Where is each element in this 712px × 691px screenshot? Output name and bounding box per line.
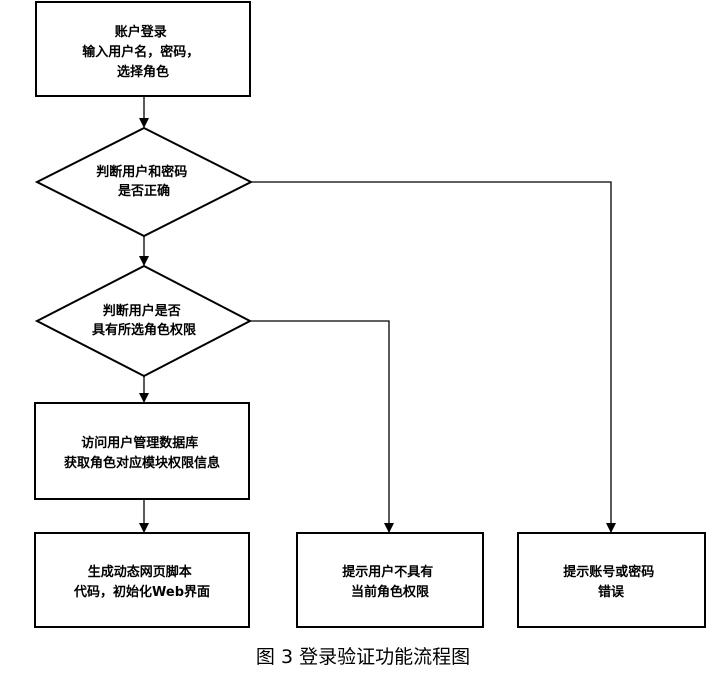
check-credentials-line-2: 是否正确 [117,183,170,199]
wrong-credentials-box [517,532,706,628]
access-db-box [34,402,250,500]
access-db-line-2: 获取角色对应模块权限信息 [64,455,220,471]
no-permission-line-2: 当前角色权限 [351,584,430,600]
access-db-line-1: 访问用户管理数据库 [81,435,198,451]
no-permission-line-1: 提示用户不具有 [342,564,433,580]
check-role-text: 判断用户是否 具有所选角色权限 [92,303,197,338]
edge-check-role-to-no-permission [250,320,394,533]
generate-page-text: 生成动态网页脚本 代码，初始化Web界面 [73,564,210,600]
check-role-line-1: 判断用户是否 [103,303,181,319]
check-credentials-text: 判断用户和密码 是否正确 [96,164,192,199]
generate-page-line-1: 生成动态网页脚本 [88,564,192,580]
check-role-line-2: 具有所选角色权限 [92,322,197,338]
no-permission-text: 提示用户不具有 当前角色权限 [342,564,438,600]
login-line-3: 选择角色 [117,64,169,80]
check-role-diamond [34,264,253,378]
check-credentials-line-1: 判断用户和密码 [96,164,187,180]
figure-caption: 图 3 登录验证功能流程图 [256,646,470,668]
no-permission-box [296,532,484,628]
login-line-2: 输入用户名，密码， [82,44,199,60]
login-text: 账户登录 输入用户名，密码， 选择角色 [82,24,204,80]
login-box [35,1,251,97]
check-credentials-diamond [34,126,254,238]
wrong-credentials-text: 提示账号或密码 错误 [563,564,659,600]
access-db-text: 访问用户管理数据库 获取角色对应模块权限信息 [64,435,220,471]
wrong-credentials-line-2: 错误 [598,584,625,600]
edge-check-credentials-to-wrong-credentials [251,181,616,533]
login-line-1: 账户登录 [115,24,167,40]
generate-page-line-2: 代码，初始化Web界面 [73,584,210,600]
wrong-credentials-line-1: 提示账号或密码 [563,564,654,580]
generate-page-box [34,532,250,628]
